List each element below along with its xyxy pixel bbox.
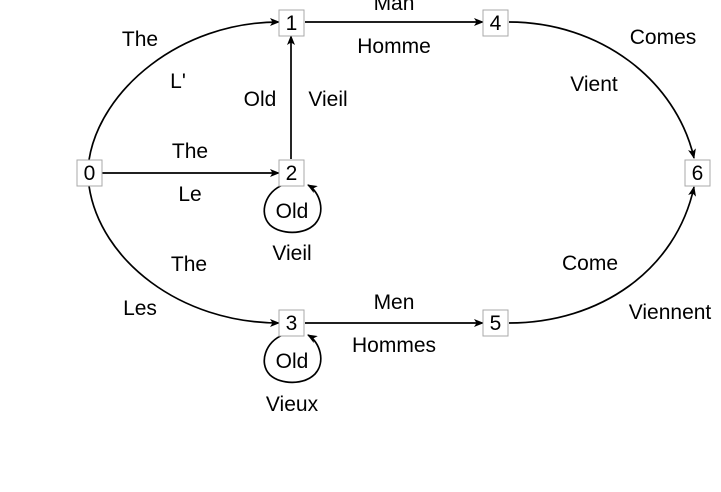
edge-5-6-label-en: Come	[562, 252, 618, 275]
node-5-label: 5	[490, 312, 502, 335]
node-6: 6	[684, 159, 711, 187]
node-5: 5	[482, 309, 509, 337]
edge-2-2-loop	[263, 184, 322, 234]
edge-3-5-label-en: Men	[374, 291, 415, 314]
edge-2-2-label-en: Old	[276, 200, 309, 223]
node-4: 4	[482, 9, 509, 37]
edge-4-6-label-en: Comes	[630, 26, 697, 49]
edge-0-1-label-fr: L'	[170, 70, 186, 93]
node-0: 0	[76, 159, 103, 187]
edge-2-1-label-fr: Vieil	[308, 88, 347, 111]
edge-2-2-label-fr: Vieil	[272, 242, 311, 265]
edge-2-1-label-en: Old	[244, 88, 277, 111]
edge-3-5-label-fr: Hommes	[352, 334, 436, 357]
node-6-label: 6	[692, 162, 704, 185]
edge-1-4-label-fr: Homme	[357, 35, 431, 58]
node-0-label: 0	[84, 162, 96, 185]
edge-3-3-label-fr: Vieux	[266, 393, 319, 416]
node-1-label: 1	[286, 12, 298, 35]
node-2: 2	[278, 159, 305, 187]
edge-0-1-label-en: The	[122, 28, 158, 51]
edge-3-3-loop	[263, 334, 322, 384]
edge-0-2-label-fr: Le	[178, 183, 201, 206]
edge-3-3-label-en: Old	[276, 350, 309, 373]
node-1: 1	[278, 9, 305, 37]
edge-5-6	[508, 186, 696, 324]
node-2-label: 2	[286, 162, 298, 185]
edge-0-1	[88, 18, 280, 161]
edge-0-3-label-en: The	[171, 253, 207, 276]
node-3-label: 3	[286, 312, 298, 335]
edge-0-3-label-fr: Les	[123, 297, 157, 320]
edge-0-2-label-en: The	[172, 140, 208, 163]
node-3: 3	[278, 309, 305, 337]
edge-4-6-label-fr: Vient	[570, 73, 618, 96]
node-4-label: 4	[490, 12, 502, 35]
edge-0-3	[88, 185, 280, 327]
edge-4-6	[508, 21, 696, 159]
edge-5-6-label-fr: Viennent	[629, 301, 712, 324]
edge-1-4-label-en: Man	[374, 0, 415, 15]
